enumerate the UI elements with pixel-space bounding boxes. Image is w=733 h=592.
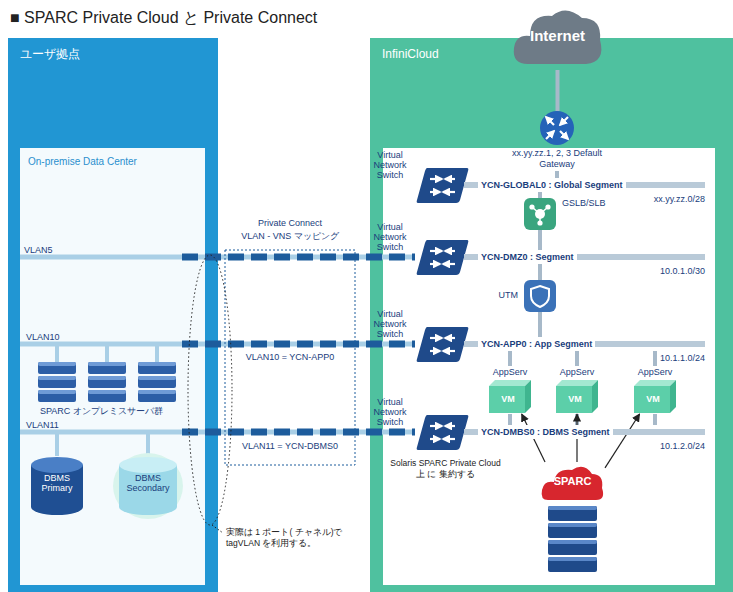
node-label: Virtual Network Switch [367,223,413,253]
load-balancer-icon-shape [524,198,556,230]
utm-icon-shape [524,280,556,312]
vm-box: AppServVM [630,366,680,414]
node-label: On-premise Data Center [28,156,137,168]
network-switch: Virtual Network Switch [415,165,470,205]
segment-band: YCN-DMZ0 : Segment10.0.1.0/30 [470,250,705,264]
panel-ground [8,38,218,592]
vm-box: AppServVM [485,366,535,414]
address-label: xx.yy.zz.0/28 [654,194,705,204]
vm-box: AppServVM [552,366,602,414]
node-label: Internet [510,27,605,44]
node-label: Virtual Network Switch [367,398,413,428]
network-link [653,414,657,425]
network-link [575,351,579,366]
segment-label: YCN-DMBS0 : DBMS Segment [478,425,613,439]
vlan-line [20,257,415,432]
network-switch-shape [415,165,470,205]
leader-line [212,525,223,533]
datacenter-box: On-premise Data CenterDBMS Primary DBMS S… [20,148,205,585]
node-label: DBMS Secondary [116,473,180,494]
sparc-server: SPARC [540,462,605,575]
network-link [538,230,542,250]
segment-band: YCN-APP0 : App Segment10.1.1.0/24 [470,337,705,351]
cloud-panel: InfiniCloud xx.yy.zz.1, 2, 3 Default Gate… [370,38,733,592]
segment-band: YCN-DMBS0 : DBMS Segment10.1.2.0/24 [470,425,705,439]
network-link [538,312,542,337]
node-label: VM [552,393,598,405]
mapping-frame [225,250,355,465]
network-link [556,70,560,111]
node-label: AppServ [552,366,602,378]
network-switch-shape [415,412,470,452]
address-label: 10.0.1.0/30 [660,266,705,276]
port-ellipse [188,255,232,525]
internet-cloud: Internet [510,2,605,70]
vlan-label: VLAN10 [26,332,60,343]
address-label: 10.1.1.0/24 [660,353,705,363]
node-label: SPARC [540,475,605,488]
cloud-inner-area [383,148,715,585]
network-switch: Virtual Network Switch [415,237,470,277]
db-cylinder: DBMS Primary [28,455,86,517]
node-label: UTM [499,290,519,300]
network-switch-shape [415,324,470,364]
network-link [538,192,542,198]
note-label: VLAN10 = YCN-APP0 [225,352,355,363]
node-label: VM [630,393,676,405]
note-label: VLAN - VNS マッピング [225,231,355,242]
panel-ground [370,38,733,592]
node-label: VM [485,393,531,405]
node-label: xx.yy.zz.1, 2, 3 Default Gateway [505,148,609,170]
note-label: SPARC オンプレミスサーバ群 [40,406,163,417]
node-label: AppServ [630,366,680,378]
utm-icon: UTM [524,280,556,312]
node-label: DBMS Primary [28,473,86,494]
node-label: ユーザ拠点 [20,48,80,62]
network-link [508,414,512,425]
segment-band: YCN-GLOBAL0 : Global Segmentxx.yy.zz.0/2… [470,178,705,192]
onpremise-servers [38,362,176,402]
network-link [508,351,512,366]
node-label: Virtual Network Switch [367,151,413,181]
network-link [555,171,559,178]
network-switch: Virtual Network Switch [415,412,470,452]
address-label: 10.1.2.0/24 [660,441,705,451]
network-switch: Virtual Network Switch [415,324,470,364]
vlan-label: VLAN5 [24,245,53,256]
note-label: VLAN11 = YCN-DBMS0 [225,441,355,452]
segment-label: YCN-GLOBAL0 : Global Segment [478,178,626,192]
network-link [538,264,542,280]
router-icon: xx.yy.zz.1, 2, 3 Default Gateway [505,111,609,171]
db-cylinder: DBMS Secondary [116,455,180,517]
node-label: InfiniCloud [382,48,439,62]
segment-label: YCN-APP0 : App Segment [478,337,595,351]
diagram-title: ■ SPARC Private Cloud と Private Connect [10,8,317,29]
node-label: AppServ [485,366,535,378]
segment-label: YCN-DMZ0 : Segment [478,250,577,264]
node-label: Virtual Network Switch [367,310,413,340]
load-balancer-icon: GSLB/SLB [524,198,556,230]
note-label: Solaris SPARC Private Cloud上 に 集約する [388,458,503,479]
panel-ground [20,148,205,585]
network-link [653,351,657,366]
note-label: 実際は 1 ポート( チャネル)で tagVLAN を利用する。 [226,527,366,548]
note-label: Private Connect [225,218,355,229]
deploy-arrow [605,414,640,468]
node-label: GSLB/SLB [562,198,606,208]
network-switch-shape [415,237,470,277]
site-panel: ユーザ拠点 On-premise Data CenterDBMS Primary D… [8,38,218,592]
vlan-label: VLAN11 [26,420,59,431]
